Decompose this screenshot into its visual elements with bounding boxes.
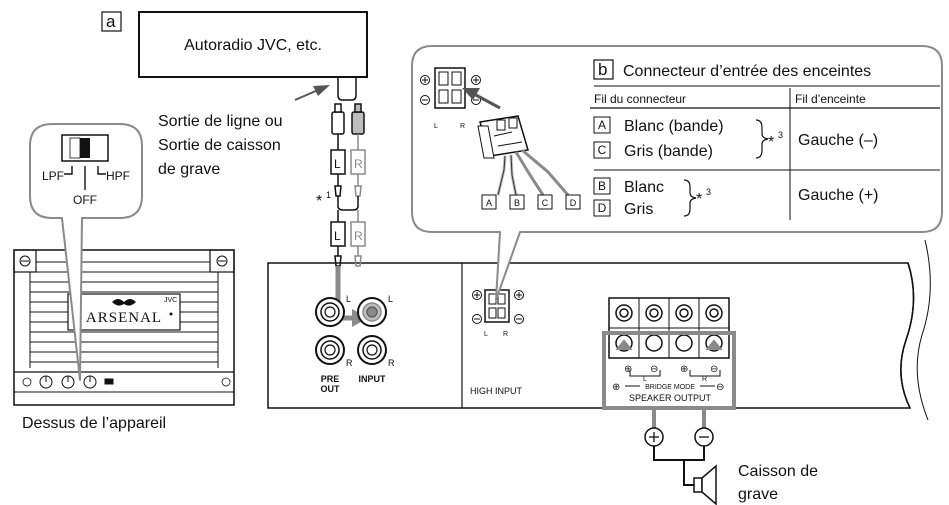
line-out-text-1: Sortie de ligne ou (158, 113, 283, 130)
svg-text:⊕: ⊕ (624, 364, 632, 375)
amplifier-top-view (13, 249, 235, 406)
jack-label-L-2: L (388, 294, 393, 304)
svg-text:⊖: ⊖ (710, 364, 718, 375)
svg-text:⊖: ⊖ (650, 364, 658, 375)
wire-tag-B: B (514, 198, 520, 208)
jack-label-L-1: L (346, 294, 351, 304)
row-text-B: Blanc (624, 179, 664, 196)
jack-pre-out-L (315, 297, 345, 327)
wire-tag-A: A (486, 198, 492, 208)
brand-logo: ARSENAL JVC (76, 297, 177, 326)
label-b: b (598, 60, 607, 79)
table-ref-b-sup: 3 (706, 187, 711, 197)
dessus-label: Dessus de l’appareil (22, 415, 166, 432)
hpf-label: HPF (106, 169, 130, 183)
plug-label-L-lower: L (334, 229, 341, 243)
wire-tags (481, 194, 581, 210)
jack-input-L (357, 297, 387, 327)
row-letter-B: B (598, 179, 606, 193)
table-ref-a: * (768, 134, 774, 151)
line-out-text-3: de grave (158, 161, 220, 178)
subwoofer-label-2: grave (738, 486, 778, 503)
svg-text:⊖: ⊖ (716, 382, 724, 393)
filter-switch-callout (29, 123, 143, 381)
amplifier-rear-panel (267, 239, 931, 421)
left-minus: Gauche (–) (798, 132, 878, 149)
terminal-R-label: R (702, 376, 707, 383)
row-letter-A: A (598, 118, 606, 132)
plug-label-R-lower: R (354, 229, 363, 243)
left-plus: Gauche (+) (798, 187, 878, 204)
connector-arrow (462, 88, 501, 110)
high-socket-R: R (503, 331, 508, 338)
rca-cable (330, 77, 366, 267)
connector-plug (477, 115, 570, 196)
line-out-arrow (294, 85, 330, 101)
speaker-output-label: SPEAKER OUTPUT (629, 393, 712, 403)
head-unit: a Autoradio JVC, etc. (101, 11, 368, 78)
table-ref-b: * (696, 191, 702, 208)
subwoofer-label-1: Caisson de (738, 463, 818, 480)
ref-star-1-sup: 1 (326, 190, 331, 200)
row-letter-D: D (598, 201, 607, 215)
ref-star-1: * (316, 193, 322, 210)
svg-text:⊕: ⊕ (680, 364, 688, 375)
bridge-mode-label: BRIDGE MODE (645, 384, 695, 391)
table-col2: Fil d’enceinte (795, 92, 866, 106)
jack-label-R-1: R (346, 358, 353, 368)
lpf-label: LPF (42, 169, 64, 183)
connector-face-L: L (434, 123, 438, 130)
high-socket-L: L (484, 331, 488, 338)
plug-label-R-upper: R (354, 157, 363, 171)
rca-jacks (315, 297, 387, 365)
connector-face (420, 67, 481, 109)
row-text-A: Blanc (bande) (624, 118, 724, 135)
row-letter-C: C (598, 143, 607, 157)
brand-logo-small: JVC (164, 297, 177, 304)
line-out-text-2: Sortie de caisson (158, 137, 281, 154)
connector-callout (411, 45, 943, 301)
row-text-C: Gris (bande) (624, 143, 713, 160)
plug-label-L-upper: L (334, 157, 341, 171)
svg-text:⊕: ⊕ (612, 382, 620, 393)
speaker-terminals: ⊕ ⊖ ⊕ ⊖ ⊕ ⊖ (602, 297, 736, 410)
row-text-D: Gris (624, 201, 653, 218)
pre-out-label-2: OUT (321, 384, 341, 394)
wire-tag-D: D (570, 198, 577, 208)
off-label: OFF (73, 193, 97, 207)
terminal-L-label: L (643, 376, 647, 383)
connector-table: b Connecteur d’entrée des enceintes Fil … (590, 59, 940, 220)
high-input-label: HIGH INPUT (470, 386, 523, 396)
label-a: a (106, 12, 116, 31)
connector-face-R: R (460, 123, 465, 130)
brand-logo-text: ARSENAL (86, 310, 162, 326)
table-col1: Fil du connecteur (594, 92, 686, 106)
speaker-wiring (644, 408, 714, 486)
jack-input-R (357, 335, 387, 365)
head-unit-label: Autoradio JVC, etc. (184, 37, 322, 54)
input-label: INPUT (359, 374, 387, 384)
table-title: Connecteur d’entrée des enceintes (623, 63, 871, 80)
jack-pre-out-R (315, 335, 345, 365)
wire-tag-C: C (542, 198, 549, 208)
jack-label-R-2: R (388, 358, 395, 368)
table-ref-a-sup: 3 (778, 130, 783, 140)
pre-out-label-1: PRE (321, 374, 340, 384)
subwoofer-icon (693, 464, 717, 505)
